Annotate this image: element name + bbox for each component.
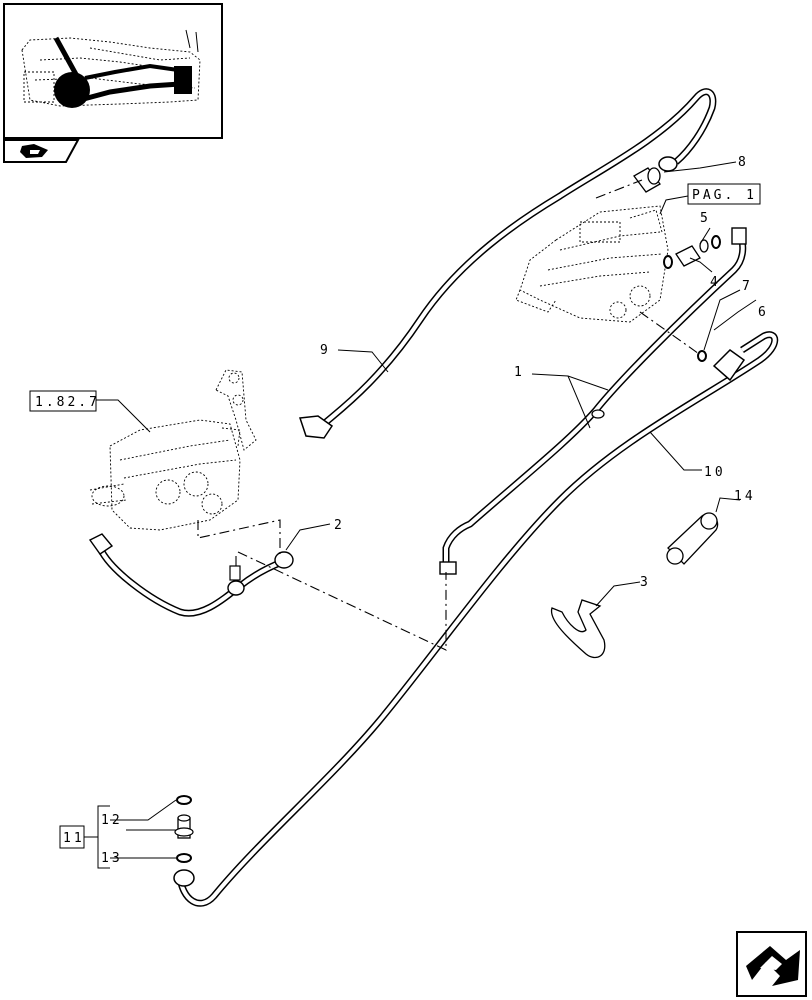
part-label-9: 9 <box>320 343 331 358</box>
left-valve-unit <box>89 369 257 531</box>
part-label-7: 7 <box>742 279 753 294</box>
ref-box-right[interactable]: PAG. 1 <box>687 183 761 205</box>
ref-left-text: 1.82.7 <box>35 395 100 410</box>
part-label-12: 12 <box>101 813 123 828</box>
next-page-icon[interactable] <box>736 931 807 997</box>
part-label-3: 3 <box>640 575 651 590</box>
part-label-5: 5 <box>700 211 711 226</box>
pipe-1 <box>439 227 747 575</box>
right-control-valve <box>515 205 669 323</box>
washer-4 <box>663 255 673 269</box>
ref-right-text: PAG. 1 <box>692 188 757 203</box>
connection-lines <box>197 179 703 651</box>
part-label-2: 2 <box>334 518 345 533</box>
pipe-10 <box>173 331 779 907</box>
part-label-6: 6 <box>758 305 769 320</box>
overview-thumbnail[interactable] <box>3 3 223 139</box>
back-page-icon[interactable] <box>3 139 80 163</box>
group-bracket-11 <box>84 805 110 869</box>
leader-lines <box>96 161 757 859</box>
part-label-4: 4 <box>710 275 721 290</box>
pipe-2 <box>88 533 294 617</box>
part-label-13: 13 <box>101 851 123 866</box>
part-label-1: 1 <box>514 365 525 380</box>
adapter-8 <box>633 167 661 193</box>
tractor-overview-icon <box>21 29 201 108</box>
fitting-5 <box>675 239 709 267</box>
union-fitting <box>174 795 194 863</box>
washer-4b <box>711 235 721 249</box>
clamp-3 <box>551 599 606 659</box>
part-label-10: 10 <box>704 465 726 480</box>
ref-box-11 <box>59 825 85 849</box>
washer-12 <box>176 795 192 805</box>
washer-13 <box>176 853 192 863</box>
ref-box-left[interactable]: 1.82.7 <box>29 390 100 412</box>
part-label-8: 8 <box>738 155 749 170</box>
pipe-9 <box>298 88 717 439</box>
ring-7 <box>697 350 707 362</box>
part-label-11: 11 <box>63 831 85 846</box>
sleeve-14 <box>666 512 719 565</box>
part-label-14: 14 <box>734 489 756 504</box>
